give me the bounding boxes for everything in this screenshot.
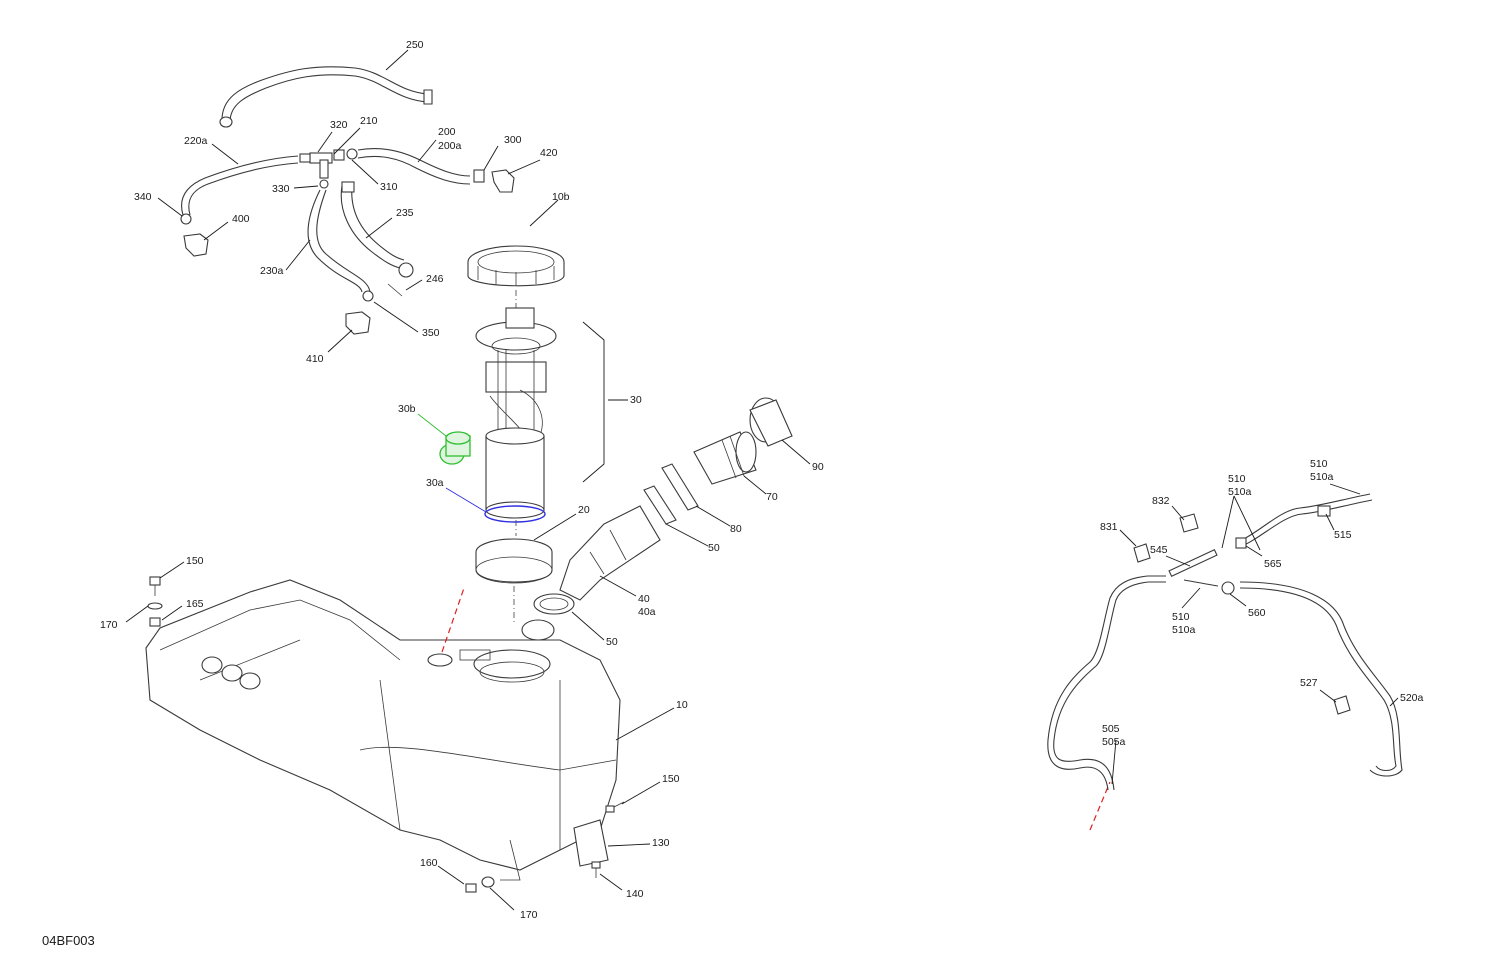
- callout-150-top: 150: [186, 555, 204, 567]
- center-line-vent: [1089, 781, 1111, 831]
- callout-160: 160: [420, 857, 438, 869]
- part-300-clamp: [473, 169, 485, 183]
- callout-832: 832: [1152, 495, 1170, 507]
- part-150-bolt-left: [149, 576, 161, 596]
- part-410-fitting: [345, 311, 371, 335]
- callout-350: 350: [422, 327, 440, 339]
- callout-40: 40: [638, 593, 650, 605]
- part-170-washer-left: [147, 602, 163, 610]
- callout-170-left: 170: [100, 619, 118, 631]
- callout-340: 340: [134, 191, 152, 203]
- callout-200a: 200a: [438, 140, 462, 152]
- callout-170-bottom: 170: [520, 909, 538, 921]
- callout-210: 210: [360, 115, 378, 127]
- callout-140: 140: [626, 888, 644, 900]
- callout-505a: 505a: [1102, 736, 1126, 748]
- part-10-fuel-tank: [145, 579, 621, 881]
- callout-320: 320: [330, 119, 348, 131]
- part-90-cap: [749, 397, 793, 447]
- part-165-bushing: [149, 617, 161, 627]
- callout-510-top: 510: [1310, 458, 1328, 470]
- callout-560: 560: [1248, 607, 1266, 619]
- part-10b-lock-ring: [467, 245, 565, 287]
- drawing-code: 04BF003: [42, 933, 95, 948]
- callout-545: 545: [1150, 544, 1168, 556]
- callout-10: 10: [676, 699, 688, 711]
- part-250-vent-hose: [219, 66, 433, 128]
- callout-235: 235: [396, 207, 414, 219]
- part-400-fitting: [183, 233, 209, 257]
- callout-30: 30: [630, 394, 642, 406]
- part-150-bolt-bottom: [605, 801, 625, 813]
- part-30-fuel-pump-module: [475, 307, 557, 519]
- callout-510-mid: 510: [1228, 473, 1246, 485]
- part-350-clamp: [362, 290, 374, 302]
- callout-420: 420: [540, 147, 558, 159]
- bracket-30: [582, 321, 605, 483]
- callout-30b: 30b: [398, 403, 416, 415]
- vent-line-assembly: [1047, 493, 1403, 791]
- part-130-bracket: [573, 819, 609, 867]
- callout-505: 505: [1102, 723, 1120, 735]
- callout-330: 330: [272, 183, 290, 195]
- callout-50-bottom: 50: [606, 636, 618, 648]
- callout-510a-mid: 510a: [1228, 486, 1252, 498]
- callout-30a: 30a: [426, 477, 444, 489]
- callout-230a: 230a: [260, 265, 284, 277]
- callout-150-bottom: 150: [662, 773, 680, 785]
- callout-40a: 40a: [638, 606, 656, 618]
- callout-520a: 520a: [1400, 692, 1424, 704]
- callout-510-low: 510: [1172, 611, 1190, 623]
- callout-831: 831: [1100, 521, 1118, 533]
- callout-515: 515: [1334, 529, 1352, 541]
- callout-527: 527: [1300, 677, 1318, 689]
- callout-246: 246: [426, 273, 444, 285]
- part-220a-hose: [181, 155, 299, 216]
- part-160-nut: [465, 883, 477, 893]
- callout-400: 400: [232, 213, 250, 225]
- callout-220a: 220a: [184, 135, 208, 147]
- part-200-hose: [357, 147, 471, 185]
- part-140-screw: [591, 861, 601, 878]
- part-80-bracket: [661, 463, 699, 511]
- part-210-tee-fitting: [299, 148, 358, 179]
- part-170-washer-bottom: [481, 876, 495, 888]
- part-235-hose: [340, 181, 414, 278]
- part-30b-filter: [439, 431, 471, 465]
- part-340-clamp: [180, 213, 192, 225]
- callout-130: 130: [652, 837, 670, 849]
- part-50-clamp-top: [643, 485, 677, 525]
- part-70-spout: [693, 431, 757, 485]
- callout-300: 300: [504, 134, 522, 146]
- part-50-clamp-bottom: [533, 593, 575, 615]
- callout-310: 310: [380, 181, 398, 193]
- callout-70: 70: [766, 491, 778, 503]
- center-line-tank: [441, 587, 465, 653]
- callout-250: 250: [406, 39, 424, 51]
- part-420-elbow: [491, 169, 515, 193]
- callout-165: 165: [186, 598, 204, 610]
- leader-lines: [125, 49, 1399, 911]
- part-40-filler-neck: [559, 505, 661, 601]
- callout-565: 565: [1264, 558, 1282, 570]
- part-30a-seal: [484, 505, 546, 523]
- part-20-gasket: [475, 538, 553, 584]
- callout-80: 80: [730, 523, 742, 535]
- callout-10b: 10b: [552, 191, 570, 203]
- callout-50-top: 50: [708, 542, 720, 554]
- part-230a-hose: [307, 179, 371, 293]
- callout-labels: 250 220a 320 210 200 200a 300 420 340 33…: [100, 39, 1424, 921]
- callout-20: 20: [578, 504, 590, 516]
- callout-510a-top: 510a: [1310, 471, 1334, 483]
- part-246-pin: [387, 283, 403, 297]
- callout-200: 200: [438, 126, 456, 138]
- callout-510a-low: 510a: [1172, 624, 1196, 636]
- callout-410: 410: [306, 353, 324, 365]
- callout-90: 90: [812, 461, 824, 473]
